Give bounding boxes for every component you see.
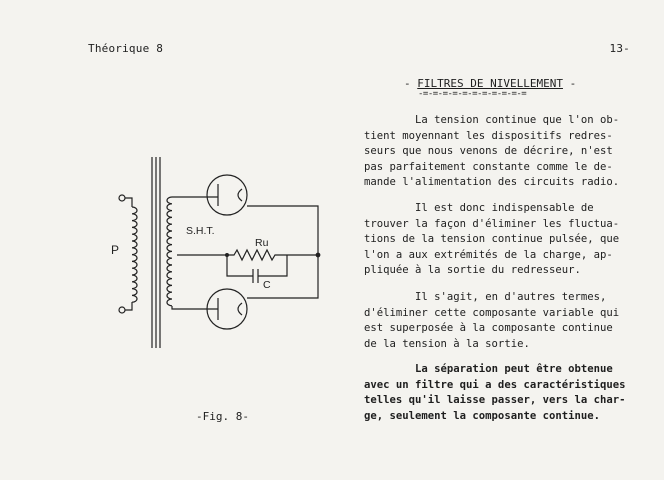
section-title-text: FILTRES DE NIVELLEMENT xyxy=(417,77,563,90)
label-primary: P xyxy=(111,243,119,257)
paragraph-1: La tension continue que l'on ob- tient m… xyxy=(364,113,649,191)
primary-lead-bottom xyxy=(125,302,133,311)
paragraph-line: pas parfaitement constante comme le de- xyxy=(364,160,613,173)
secondary-winding xyxy=(166,196,173,307)
figure-caption: -Fig. 8- xyxy=(196,410,249,423)
tube-upper-cathode xyxy=(237,188,243,202)
paragraph-line: seurs que nous venons de décrire, n'est xyxy=(364,145,613,158)
paragraph-line: de la tension à la sortie. xyxy=(364,337,530,350)
paragraph-line: pliquée à la sortie du redresseur. xyxy=(364,264,581,277)
paragraph-line: trouver la façon d'éliminer les fluctua- xyxy=(364,217,620,230)
center-tap-dot xyxy=(225,253,230,258)
label-secondary: S.H.T. xyxy=(186,225,215,237)
paragraph-line: tions de la tension continue pulsée, que xyxy=(364,233,620,246)
page-header-left: Théorique 8 xyxy=(88,42,164,55)
paragraph-line: d'éliminer cette composante variable qui xyxy=(364,306,620,319)
paragraph-line: Il s'agit, en d'autres termes, xyxy=(364,291,607,303)
primary-terminal-bottom xyxy=(118,306,126,314)
page-number: 13- xyxy=(609,42,630,55)
wire-secondary-bottom-to-tube xyxy=(171,306,218,310)
resistor-ru xyxy=(227,248,287,262)
paragraph-line: est superposée à la composante continue xyxy=(364,322,613,335)
paragraph-4: La séparation peut être obtenue avec un … xyxy=(364,362,649,424)
paragraph-2: Il est donc indispensable de trouver la … xyxy=(364,201,649,279)
paragraph-line: avec un filtre qui a des caractéristique… xyxy=(364,378,626,391)
wire-tube-lower-to-output xyxy=(247,255,319,299)
section-title: - FILTRES DE NIVELLEMENT - xyxy=(404,77,576,90)
primary-winding xyxy=(131,206,138,303)
section-title-rule: -=-=-=-=-=-=-=-=-=-=-= xyxy=(418,89,527,99)
label-capacitor: C xyxy=(263,279,271,291)
rectifier-circuit-diagram: P S.H.T. Ru C xyxy=(111,157,321,348)
tube-lower-cathode xyxy=(237,302,243,316)
output-junction-dot xyxy=(315,252,321,258)
capacitor-c-right-lead xyxy=(258,255,288,277)
section-title-prefix: - xyxy=(404,77,418,90)
paragraph-line: l'on a aux extrémités de la charge, ap- xyxy=(364,248,613,261)
rectifier-tube-upper xyxy=(206,174,248,216)
paragraph-line: La tension continue que l'on ob- xyxy=(364,114,620,126)
section-title-suffix: - xyxy=(562,77,577,90)
label-resistor: Ru xyxy=(255,237,269,249)
paragraph-line: telles qu'il laisse passer, vers la char… xyxy=(364,394,626,407)
paragraph-line: tient moyennant les dispositifs redres- xyxy=(364,129,613,142)
paragraph-line: Il est donc indispensable de xyxy=(364,202,594,214)
primary-terminal-top xyxy=(118,194,126,202)
wire-tube-upper-to-output xyxy=(247,205,319,255)
paragraph-line: La séparation peut être obtenue xyxy=(364,363,613,375)
paragraph-line: mande l'alimentation des circuits radio. xyxy=(364,176,620,189)
primary-lead-top xyxy=(125,197,133,207)
paragraph-3: Il s'agit, en d'autres termes, d'élimine… xyxy=(364,290,649,352)
capacitor-c-left-lead xyxy=(226,255,253,277)
paragraph-line: ge, seulement la composante continue. xyxy=(364,409,600,422)
